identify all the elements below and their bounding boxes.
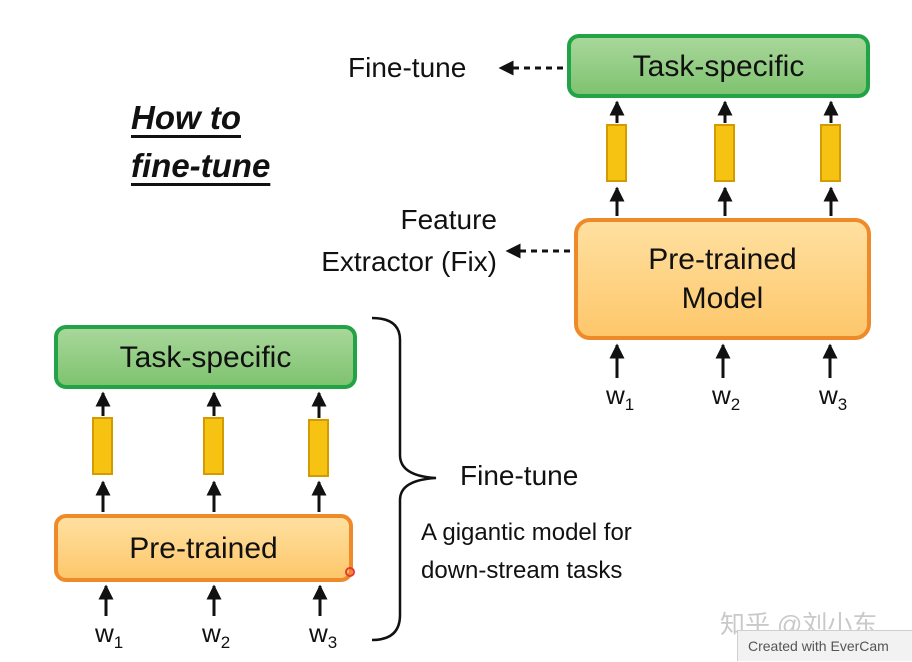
bottom-vector-3 bbox=[308, 419, 329, 477]
feature-extractor-label: Feature Extractor (Fix) bbox=[291, 203, 497, 278]
top-task-specific-box: Task-specific bbox=[567, 34, 870, 98]
top-input-w2: w2 bbox=[712, 380, 741, 415]
top-fine-tune-label: Fine-tune bbox=[348, 52, 467, 83]
top-model-label-line-2: Model bbox=[681, 282, 764, 315]
bottom-pretrained-box: Pre-trained bbox=[54, 514, 353, 582]
bottom-task-specific-box: Task-specific bbox=[54, 325, 357, 389]
description-line-2: down-stream tasks bbox=[421, 557, 623, 584]
description-line-1: A gigantic model for bbox=[421, 519, 632, 546]
top-model-label-line-1: Pre-trained bbox=[648, 243, 797, 276]
title-line-2: fine-tune bbox=[131, 146, 271, 184]
right-curly-brace bbox=[371, 316, 437, 642]
top-task-specific-label: Task-specific bbox=[632, 49, 805, 83]
top-pretrained-model-box: Pre-trained Model bbox=[574, 218, 871, 340]
top-vector-3 bbox=[820, 124, 841, 182]
top-vector-1 bbox=[606, 124, 627, 182]
feature-extractor-line-1: Feature bbox=[400, 204, 498, 235]
slide-title: How to fine-tune bbox=[131, 94, 270, 190]
cursor-dot bbox=[345, 567, 355, 577]
bottom-pretrained-label: Pre-trained bbox=[129, 531, 278, 565]
top-input-w3: w3 bbox=[819, 380, 848, 415]
evercam-badge: Created with EverCam bbox=[737, 630, 912, 661]
title-line-1: How to bbox=[131, 99, 241, 136]
bottom-input-w3: w3 bbox=[309, 618, 338, 653]
bottom-vector-2 bbox=[203, 417, 224, 475]
fine-tune-description: A gigantic model for down-stream tasks bbox=[421, 514, 632, 590]
bottom-task-specific-label: Task-specific bbox=[119, 340, 292, 374]
brace-fine-tune-label: Fine-tune bbox=[460, 460, 579, 491]
bottom-input-w2: w2 bbox=[202, 618, 231, 653]
feature-extractor-line-2: Extractor (Fix) bbox=[321, 245, 497, 277]
top-input-w1: w1 bbox=[606, 380, 635, 415]
top-vector-2 bbox=[714, 124, 735, 182]
bottom-input-w1: w1 bbox=[95, 618, 124, 653]
bottom-vector-1 bbox=[92, 417, 113, 475]
